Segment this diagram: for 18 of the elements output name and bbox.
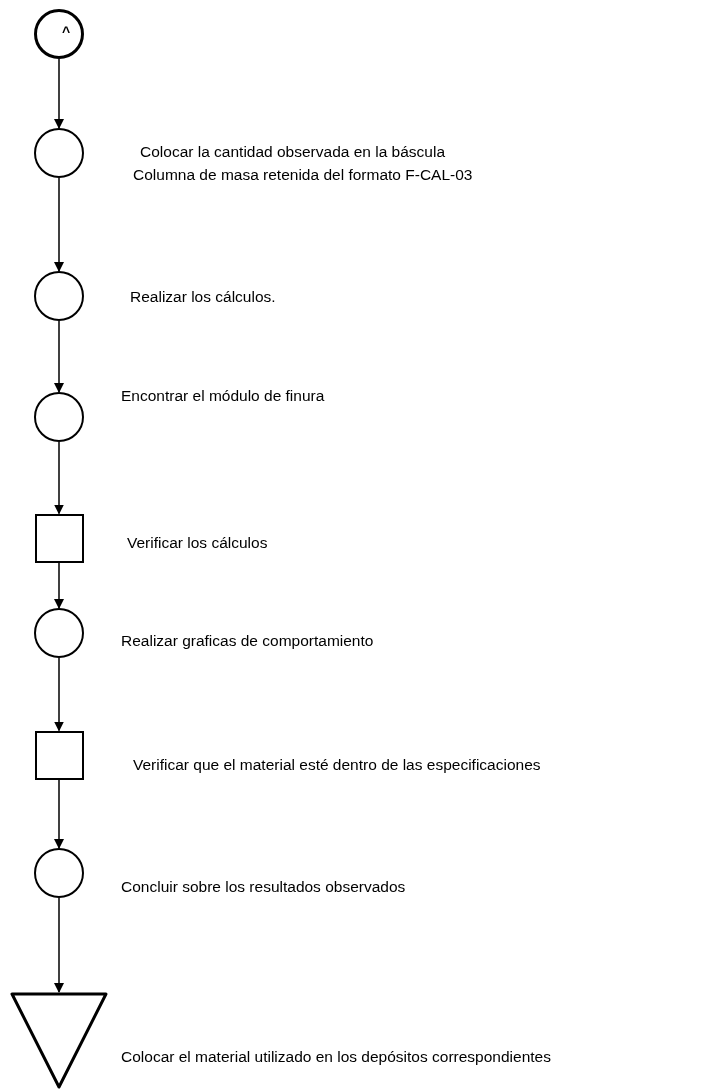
step-description: Colocar el material utilizado en los depósitos correspondientes [121, 1047, 551, 1067]
step-description: Realizar los cálculos. [130, 287, 276, 307]
arrow [54, 320, 64, 393]
arrow [54, 778, 64, 849]
step-description: Realizar graficas de comportamiento [121, 631, 374, 651]
arrow [54, 897, 64, 993]
arrow [54, 657, 64, 732]
step-description: Verificar los cálculos [127, 533, 268, 553]
step-description: Encontrar el módulo de finura [121, 386, 325, 406]
arrow [54, 177, 64, 272]
arrow [54, 561, 64, 609]
arrow [54, 441, 64, 515]
arrow [54, 58, 64, 129]
step-description: Concluir sobre los resultados observados [121, 877, 406, 897]
step-description: Colocar la cantidad observada en la báscula [140, 142, 446, 162]
step-description: Verificar que el material esté dentro de las especificaciones [133, 755, 541, 775]
start-symbol: ^ [62, 25, 71, 39]
step-description: Columna de masa retenida del formato F-CAL-03 [133, 165, 473, 185]
